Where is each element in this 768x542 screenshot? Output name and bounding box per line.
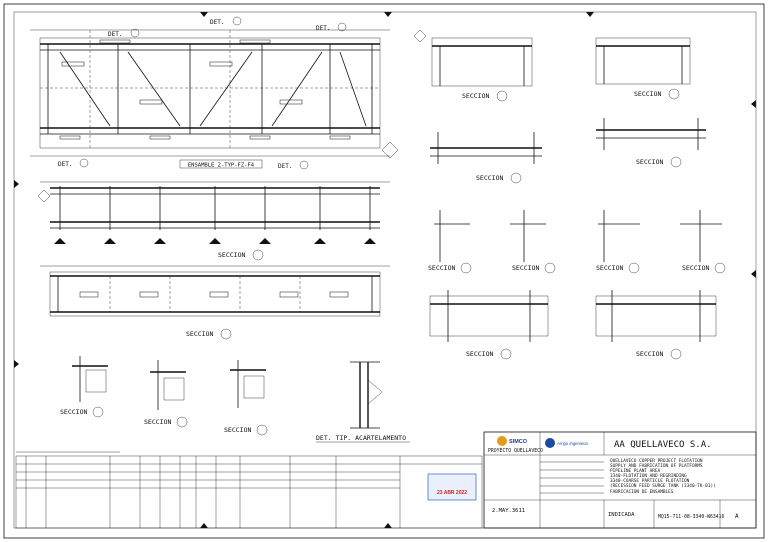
svg-text:SECCION: SECCION [636, 350, 663, 358]
date-code: 2.MAY.3611 [492, 508, 525, 514]
bottom-sections: SECCION SECCION SECCION DET. TIP. ACARTE… [60, 356, 410, 443]
svg-text:SIMCO: SIMCO [509, 439, 528, 445]
title-description: QUELLAVECO COPPER PROJECT FLOTATION SUPP… [610, 458, 716, 495]
svg-text:SECCION: SECCION [428, 264, 455, 272]
svg-text:(RECESSION FEED SURGE TANK (33: (RECESSION FEED SURGE TANK (3340-TK-01)) [610, 483, 716, 489]
svg-text:DET.: DET. [316, 25, 330, 32]
svg-text:FABRICACION DE ENSAMBLES: FABRICACION DE ENSAMBLES [610, 489, 674, 495]
project-name: PROYECTO QUELLAVECO [488, 448, 543, 454]
svg-text:SECCION: SECCION [224, 426, 251, 434]
svg-text:PIPELINE PLANT AREA: PIPELINE PLANT AREA [610, 468, 661, 474]
svg-text:SECCION: SECCION [596, 264, 623, 272]
svg-text:Arrigo Ingenieria: Arrigo Ingenieria [556, 441, 588, 446]
det-callouts: DET. DET. DET. DET. DET. [58, 16, 347, 170]
arrigo-logo-icon [545, 438, 555, 448]
svg-text:QUELLAVECO COPPER PROJECT FLOT: QUELLAVECO COPPER PROJECT FLOTATION [610, 458, 703, 464]
svg-text:SECCION: SECCION [186, 330, 213, 338]
svg-text:3340-COARSE PARTICLE FLOTATION: 3340-COARSE PARTICLE FLOTATION [610, 478, 690, 484]
stamp-date: 23 ABR 2022 [437, 490, 467, 496]
svg-text:SECCION: SECCION [144, 418, 171, 426]
sheet-frame [3, 3, 765, 539]
svg-text:DET.: DET. [58, 161, 72, 168]
scale-value: INDICADA [608, 512, 635, 518]
truss-elevation: ENSAMBLE 2-TYP-FZ-F4 DET. DET. DET. DET.… [30, 16, 399, 170]
elevation-section-a: SECCION [37, 181, 390, 261]
drawing-number: MQ15-711-08-3340-W63416 [658, 514, 725, 520]
svg-text:SECCION: SECCION [462, 92, 489, 100]
simco-logo-icon [497, 436, 507, 446]
revision-table [15, 451, 483, 529]
svg-text:DET.: DET. [278, 163, 292, 170]
svg-text:3340-FLOTATION AND REGRINDING: 3340-FLOTATION AND REGRINDING [610, 473, 687, 479]
svg-text:SECCION: SECCION [636, 158, 663, 166]
revision-letter: A [735, 513, 739, 520]
svg-text:SECCION: SECCION [60, 408, 87, 416]
det-tip-title: DET. TIP. ACARTELAMENTO [316, 434, 406, 442]
svg-text:SUPPLY AND FABRICATION OF PLAT: SUPPLY AND FABRICATION OF PLATFORMS [610, 463, 703, 469]
ensamble-title: ENSAMBLE 2-TYP-FZ-F4 [188, 163, 255, 169]
svg-text:SECCION: SECCION [682, 264, 709, 272]
approval-stamp [427, 473, 477, 501]
svg-text:SECCION: SECCION [466, 350, 493, 358]
svg-text:SECCION: SECCION [476, 174, 503, 182]
edge-markers [14, 12, 756, 528]
svg-text:DET.: DET. [210, 19, 224, 26]
elevation-section-b: SECCION [40, 265, 390, 340]
svg-text:SECCION: SECCION [512, 264, 539, 272]
svg-text:SECCION: SECCION [634, 90, 661, 98]
right-section-details: SECCION SECCION SECCION SECCION SECCION [413, 29, 726, 360]
title-block: SIMCO PROYECTO QUELLAVECO Arrigo Ingenie… [427, 431, 757, 529]
ensamble-tag [179, 159, 263, 169]
company-name: AA QUELLAVECO S.A. [614, 440, 712, 450]
svg-text:DET.: DET. [108, 31, 122, 38]
svg-text:SECCION: SECCION [218, 251, 245, 259]
